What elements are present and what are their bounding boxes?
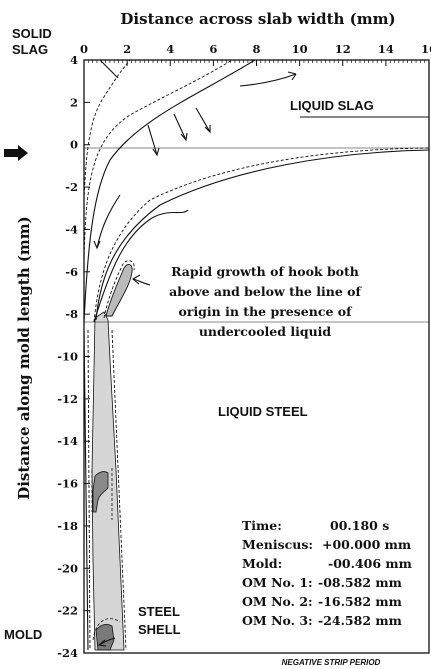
steel-shell-label-line1: STEEL [138,604,180,619]
info-label-time: Time: [242,518,282,533]
info-value-om3: -24.582 mm [318,613,402,628]
dark-inclusion-lower-outline [92,618,121,641]
y-axis-title: Distance along mold length (mm) [15,216,33,500]
info-label-meniscus: Meniscus: [242,537,313,552]
annotation-line: above and below the line of [169,284,362,299]
y-tick-label: 0 [70,138,78,152]
y-tick-label: -2 [65,180,78,194]
y-tick-label: -14 [57,434,78,448]
annotation-line: origin in the presence of [179,304,354,319]
liquid-steel-label: LIQUID STEEL [218,404,308,419]
x-tick-label: 16 [421,42,431,56]
y-tick-label: -6 [65,265,78,279]
x-tick-label: 6 [209,42,217,56]
plot-content [84,60,429,651]
y-tick-label: -24 [57,646,78,660]
mold-label: MOLD [4,627,42,642]
hook-growth-region [105,264,133,317]
y-tick-label: -18 [57,519,78,533]
annotation-hook-growth: Rapid growth of hook both above and belo… [169,264,362,339]
info-table: Time: 00.180 s Meniscus: +00.000 mm Mold… [242,518,412,628]
y-tick-label: -20 [57,561,78,575]
info-value-om1: -08.582 mm [318,575,402,590]
y-tick-label: -16 [57,477,78,491]
info-value-mold: -00.406 mm [328,556,412,571]
steel-shell-label-line2: SHELL [138,622,181,637]
x-tick-label: 14 [378,42,394,56]
info-value-meniscus: +00.000 mm [322,537,411,552]
figure-caption: NEGATIVE STRIP PERIOD [282,658,381,667]
x-tick-label: 4 [166,42,174,56]
liquid-slag-interface [95,149,429,321]
info-value-om2: -16.582 mm [318,594,402,609]
y-tick-label: 4 [70,53,78,67]
y-tick-label: -12 [57,392,78,406]
y-tick-label: -10 [57,350,78,364]
dark-inclusion-dashed [91,468,113,520]
shell-outline-left [84,329,89,651]
meniscus-curve-upper [84,60,256,323]
info-label-om3: OM No. 3: [242,613,313,628]
hook-dashed-outline [103,260,135,319]
steel-shell-boundary [93,209,189,323]
solid-slag-label-line1: SOLID [12,26,52,41]
info-label-mold: Mold: [242,556,282,571]
solid-slag-label-line2: SLAG [12,42,48,57]
shell-dashed-right [111,329,127,651]
x-tick-label: 8 [252,42,260,56]
shell-dashed-upper [84,60,233,261]
liquid-slag-interface-dashed [93,147,429,323]
x-axis-title: Distance across slab width (mm) [120,10,395,28]
x-tick-label: 2 [123,42,131,56]
info-value-time: 00.180 s [330,518,389,533]
annotation-line: Rapid growth of hook both [171,264,359,279]
x-tick-label: 12 [335,42,351,56]
y-tick-label: 2 [70,95,78,109]
x-axis-ticks: 0 2 4 6 8 10 12 14 16 [80,42,431,66]
info-label-om1: OM No. 1: [242,575,313,590]
meniscus-marker-arrow [4,145,28,161]
y-tick-label: -8 [65,307,78,321]
flow-arrows [93,60,297,647]
y-tick-label: -4 [65,222,78,236]
y-tick-label: -22 [57,604,78,618]
x-tick-label: 10 [292,42,308,56]
info-label-om2: OM No. 2: [242,594,313,609]
liquid-slag-label: LIQUID SLAG [290,98,374,113]
shell-dashed-left [87,329,91,651]
dark-inclusion-upper [92,471,109,513]
y-axis-ticks: 4 2 0 -2 -4 -6 -8 -10 -12 -14 -16 -18 -20 -22 -24 [57,53,90,660]
x-tick-label: 0 [80,42,88,56]
annotation-line: undercooled liquid [199,324,332,339]
